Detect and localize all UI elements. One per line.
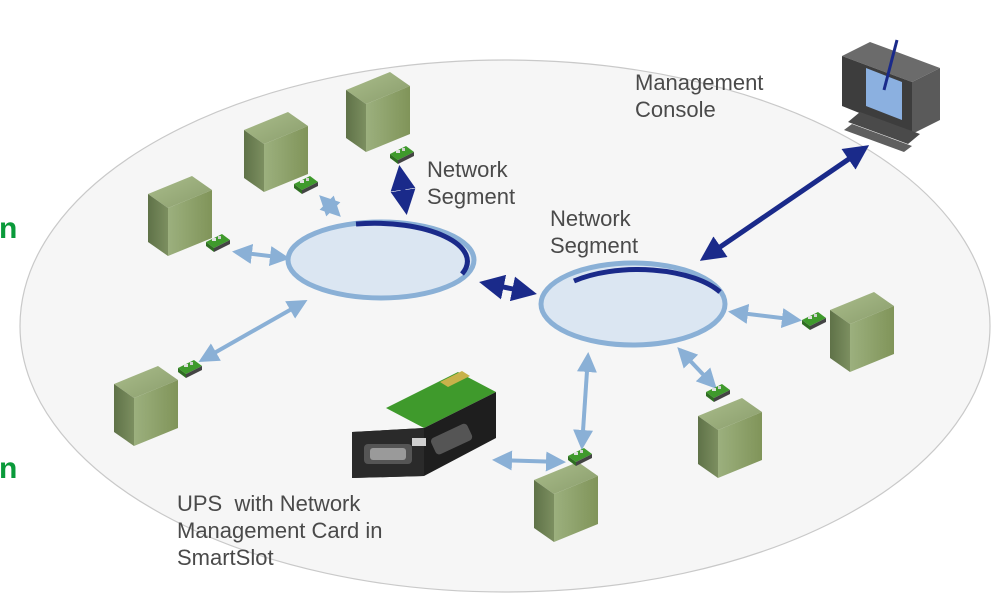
management-console-label-line-1: Management (635, 70, 764, 95)
ups-link-arrow-1 (319, 195, 341, 217)
console-cable-icon (882, 39, 899, 91)
top-ups-link-arrow (390, 165, 416, 215)
network-segment-right-line-1: Network (550, 206, 631, 231)
network-management-card-icon (352, 371, 496, 478)
ups-link-arrow-5 (677, 347, 717, 389)
management-console-label-line-2: Console (635, 97, 716, 122)
ups-card-label: UPS with Network Management Card in Smar… (177, 490, 382, 571)
segment-link-arrow (479, 274, 537, 302)
clipped-green-text-2: n (0, 452, 18, 485)
ups-link-arrow-6 (573, 352, 597, 450)
network-segment-label-left: Network Segment (427, 156, 515, 210)
network-segment-right-line-2: Segment (550, 233, 639, 258)
ups-link-arrow-2 (232, 243, 290, 267)
card-link-arrow (492, 450, 566, 472)
ups-card-label-line-2: Management Card in (177, 518, 383, 543)
ups-card-label-line-1: UPS with Network (177, 491, 361, 516)
ups-card-label-line-3: SmartSlot (177, 545, 274, 570)
network-segment-right (538, 260, 728, 348)
clipped-green-text-1: n (0, 212, 18, 245)
ups-link-arrow-3 (198, 300, 308, 362)
network-segment-left-line-2: Segment (427, 184, 516, 209)
ups-link-arrow-4 (728, 303, 802, 329)
network-segment-left (285, 219, 477, 301)
console-link-arrow (699, 145, 870, 261)
management-console-label: Management Console (635, 69, 763, 123)
network-segment-left-line-1: Network (427, 157, 508, 182)
white-patch (352, 0, 994, 40)
network-segment-label-right: Network Segment (550, 205, 638, 259)
